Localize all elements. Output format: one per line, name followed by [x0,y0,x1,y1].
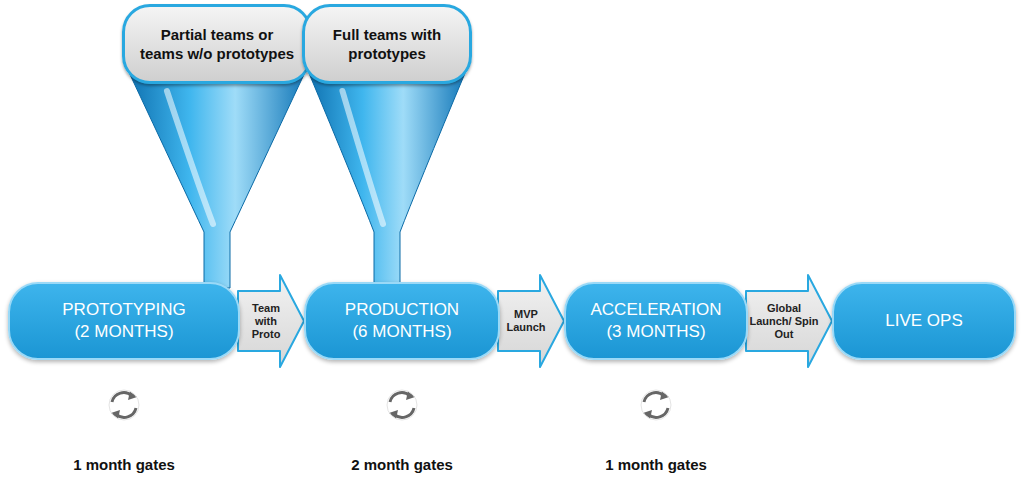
funnel-highlight [167,91,213,224]
node-text: PRODUCTION (6 MONTHS) [341,299,463,343]
entry-pill: Partial teams or teams w/o prototypes [122,4,312,84]
node-text: PROTOTYPING (2 MONTHS) [53,299,195,343]
funnel-connector [126,66,308,288]
entry-pill: Full teams with prototypes [302,4,472,84]
cycle-icon [109,390,139,420]
funnel-connector [306,66,468,288]
stage-box: PROTOTYPING (2 MONTHS) [8,282,240,360]
gate-label: 1 month gates [605,456,707,474]
edge-label: MVP Launch [501,308,551,334]
stage-box: LIVE OPS [832,282,1016,360]
gate-label: 2 month gates [351,456,453,474]
edge-label: Team with Proto [241,302,291,341]
node-text: ACCELERATION (3 MONTHS) [585,299,727,343]
edge-label: Global Launch/ Spin Out [749,302,819,341]
cycle-icon [387,390,417,420]
stage-box: ACCELERATION (3 MONTHS) [564,282,748,360]
node-text: Partial teams or teams w/o prototypes [137,25,297,63]
block-arrow [498,275,564,367]
funnel-highlight [342,91,383,224]
block-arrow [238,275,304,367]
node-text: LIVE OPS [885,310,962,332]
cycle-icon [641,390,671,420]
block-arrow [746,275,832,367]
gate-label: 1 month gates [73,456,175,474]
stage-box: PRODUCTION (6 MONTHS) [304,282,500,360]
node-text: Full teams with prototypes [317,25,457,63]
